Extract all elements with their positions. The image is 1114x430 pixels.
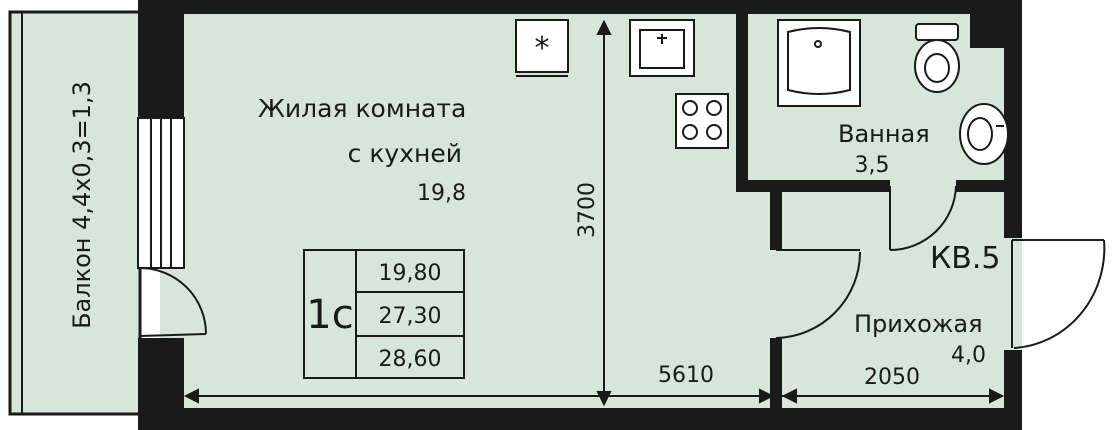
balcony-door [139,267,207,337]
balcony-window [137,117,185,269]
svg-text:*: * [535,31,550,66]
outer-walls [138,0,1022,430]
washbasin-icon [959,103,1009,165]
entrance-door [1011,239,1106,349]
living-door [775,249,861,339]
interior-walls [736,12,1022,412]
hall-width-dimension: 2050 [864,365,920,390]
total-area-value: 27,30 [379,304,442,329]
living-area-value: 19,80 [379,261,442,286]
living-room-area: 19,8 [417,181,466,206]
total-with-balcony-value: 28,60 [379,347,442,372]
hallway-area: 4,0 [951,343,986,368]
toilet-icon [914,23,960,93]
height-dimension: 3700 [575,182,600,238]
area-summary-table [303,249,465,379]
stove-icon [675,93,729,149]
dimension-lines [183,19,1005,408]
balcony-floor [8,10,142,416]
fridge-icon: * [515,19,569,77]
bathtub-icon [777,19,861,107]
living-room-name-line2: с кухней [348,139,462,168]
sink-icon [629,19,695,77]
apartment-type: 1с [306,292,353,338]
bathroom-area: 3,5 [855,153,890,178]
bathroom-name: Ванная [838,120,930,148]
hallway-name: Прихожая [854,310,983,338]
balcony-label: Балкон 4,4х0,3=1,3 [68,81,96,329]
living-room-name: Жилая комната [258,94,466,123]
apartment-number: КВ.5 [930,241,1001,276]
bathroom-door [889,185,957,251]
living-width-dimension: 5610 [658,363,714,388]
